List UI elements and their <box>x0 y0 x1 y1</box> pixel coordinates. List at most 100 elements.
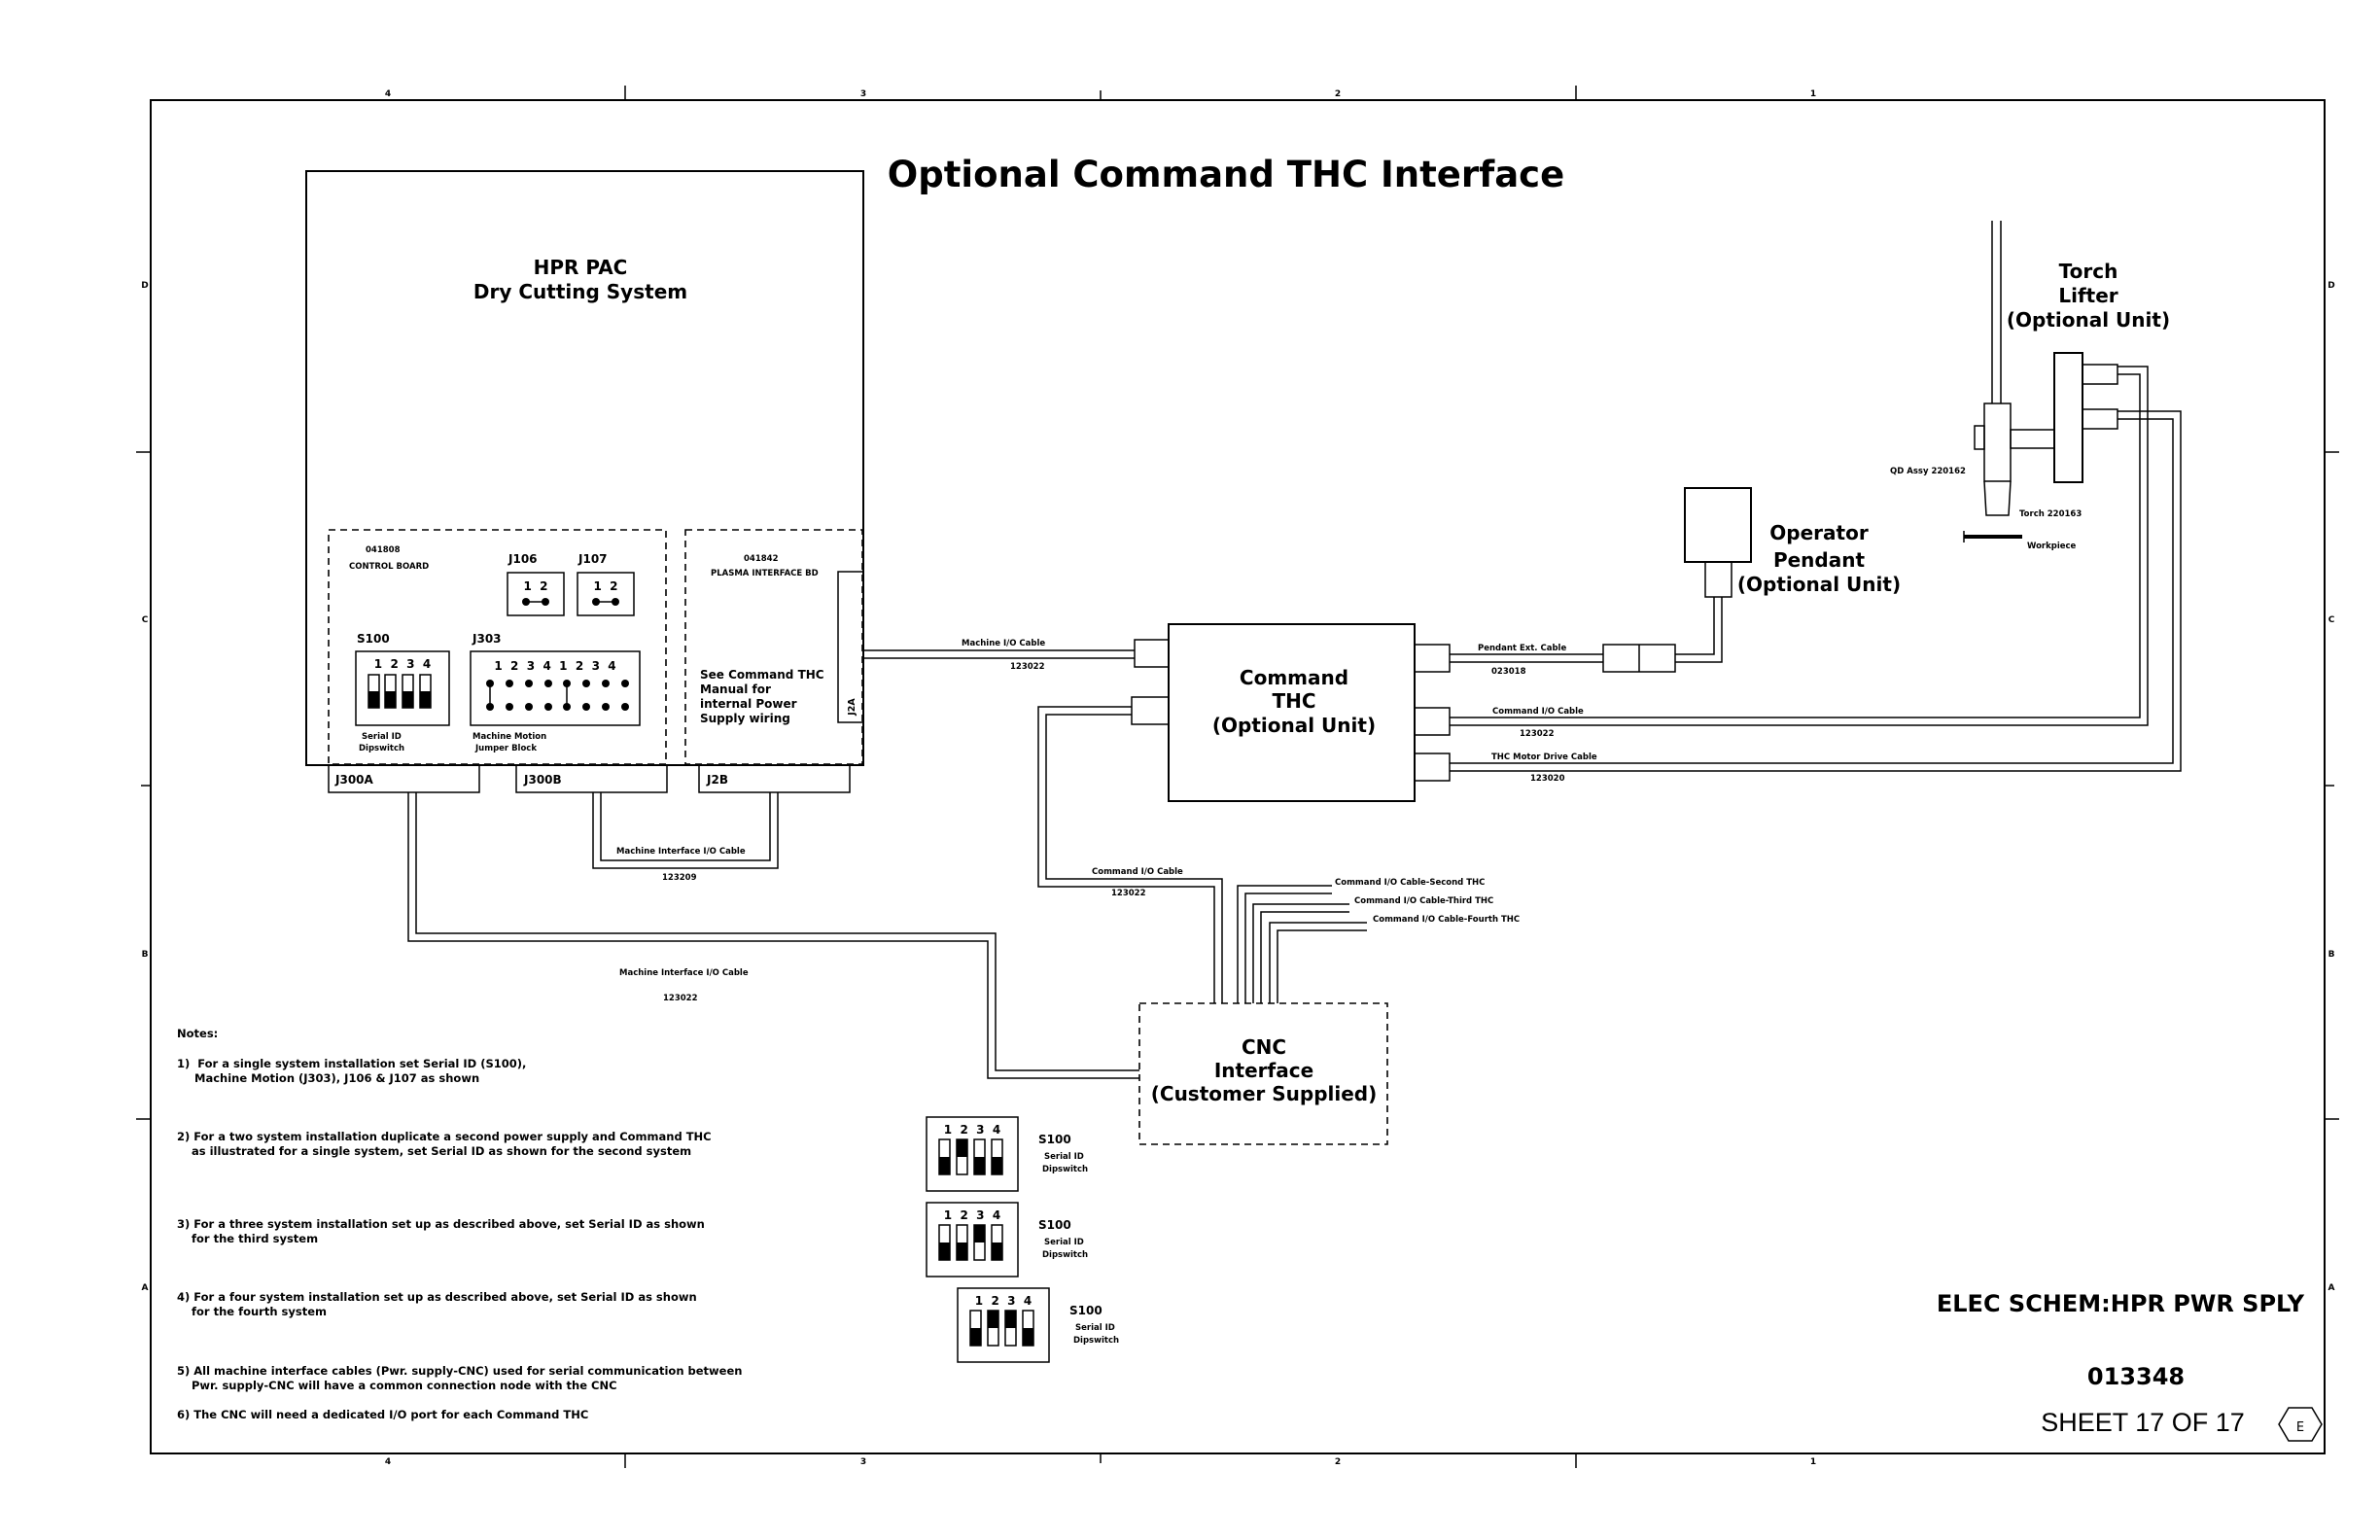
title-block: ELEC SCHEM:HPR PWR SPLY 013348 SHEET 17 … <box>1937 1290 2323 1442</box>
pendant-ext-cable-number: 023018 <box>1491 667 1526 677</box>
interface-board-number: 041842 <box>744 554 779 564</box>
s100-second-caption-1: Serial ID <box>1044 1152 1084 1162</box>
pendant-line-3: (Optional Unit) <box>1737 573 1901 596</box>
thc-port-machine-io <box>1134 639 1170 668</box>
torch-lifter-line-2: Lifter <box>2058 284 2118 307</box>
note-1a: 1) For a single system installation set … <box>177 1057 526 1070</box>
s100-fourth-numbers: 1 2 3 4 <box>975 1294 1032 1308</box>
torch-lifter-unit: Torch Lifter (Optional Unit) QD Assy 220… <box>1890 221 2170 551</box>
interface-board-label: PLASMA INTERFACE BD <box>711 569 819 578</box>
j303-caption-1: Machine Motion <box>472 732 546 742</box>
grid-row-left-D: D <box>141 281 148 291</box>
drawing-border <box>150 99 2326 1454</box>
grid-row-left-C: C <box>142 615 149 625</box>
fourth-thc-cable-label: Command I/O Cable-Fourth THC <box>1373 915 1520 925</box>
s100-third-caption-2: Dipswitch <box>1042 1250 1088 1260</box>
j300b-connector <box>515 764 668 793</box>
s100-fourth-caption-1: Serial ID <box>1075 1323 1115 1333</box>
s100-label: S100 <box>357 632 390 646</box>
thc-port-command-io <box>1414 707 1451 736</box>
cnc-interface-unit: CNC Interface (Customer Supplied) <box>1138 1002 1388 1145</box>
pac-title-1: HPR PAC <box>534 256 628 279</box>
command-io-cnc-cable-label: Command I/O Cable <box>1092 867 1183 877</box>
s100-caption-1: Serial ID <box>362 732 402 742</box>
lifter-rail <box>2053 352 2083 483</box>
s100-fourth-caption-2: Dipswitch <box>1073 1336 1119 1346</box>
torch-lifter-line-1: Torch <box>2059 260 2118 283</box>
s100-fourth-system: 1 2 3 4 S100 Serial ID Dipswitch <box>957 1287 1119 1363</box>
s100-second-system: 1 2 3 4 S100 Serial ID Dipswitch <box>926 1116 1088 1192</box>
j106-label: J106 <box>508 552 538 566</box>
s100-second-label: S100 <box>1038 1133 1071 1146</box>
pendant-line-1: Operator <box>1769 521 1869 544</box>
doc-number: 013348 <box>2087 1363 2185 1390</box>
grid-row-right-A: A <box>2328 1283 2335 1293</box>
cable-labels: Machine I/O Cable 123022 Pendant Ext. Ca… <box>616 639 1597 1003</box>
thc-port-motor-drive <box>1414 752 1451 782</box>
command-io-cable-number: 123022 <box>1520 729 1555 739</box>
pendant-stem <box>1704 561 1732 598</box>
hpr-pac-unit: HPR PAC Dry Cutting System 041808 CONTRO… <box>305 170 864 793</box>
mi-long-cable-number: 123022 <box>663 994 698 1003</box>
second-thc-cable-label: Command I/O Cable-Second THC <box>1335 878 1485 888</box>
machine-io-cable-number: 123022 <box>1010 662 1045 672</box>
grid-row-right-C: C <box>2328 615 2335 625</box>
j300a-label: J300A <box>334 773 374 787</box>
grid-col-top-2: 2 <box>1335 89 1341 99</box>
j300a-connector <box>328 764 480 793</box>
note-4b: for the fourth system <box>192 1305 327 1318</box>
see-note-1: See Command THC <box>700 668 824 682</box>
s100-numbers: 1 2 3 4 <box>374 657 431 671</box>
pendant-body <box>1684 487 1752 563</box>
pac-title-2: Dry Cutting System <box>473 280 687 303</box>
j2a-label: J2A <box>847 698 858 717</box>
workpiece-label: Workpiece <box>2027 542 2077 551</box>
grid-col-top-1: 1 <box>1810 89 1816 99</box>
grid-row-left-B: B <box>142 950 149 960</box>
doc-title: ELEC SCHEM:HPR PWR SPLY <box>1937 1290 2305 1317</box>
qd-assy-label: QD Assy 220162 <box>1890 467 1966 476</box>
cnc-line-3: (Customer Supplied) <box>1151 1082 1378 1105</box>
note-6: 6) The CNC will need a dedicated I/O por… <box>177 1408 588 1421</box>
j106-pins: 1 2 <box>523 579 547 593</box>
mi-short-cable-label: Machine Interface I/O Cable <box>616 847 746 857</box>
j107-jumper <box>577 572 635 616</box>
s100-third-system: 1 2 3 4 S100 Serial ID Dipswitch <box>926 1202 1088 1278</box>
s100-fourth-label: S100 <box>1069 1304 1102 1317</box>
pendant-ext-cable-label: Pendant Ext. Cable <box>1478 644 1566 653</box>
s100-second-caption-2: Dipswitch <box>1042 1165 1088 1174</box>
thc-motor-cable-number: 123020 <box>1530 774 1565 784</box>
note-1b: Machine Motion (J303), J106 & J107 as sh… <box>194 1071 479 1085</box>
sheet-number: SHEET 17 OF 17 <box>2041 1408 2245 1437</box>
grid-col-bottom-1: 1 <box>1810 1457 1816 1467</box>
grid-row-right-D: D <box>2328 281 2334 291</box>
grid-ticks <box>136 86 2339 1468</box>
notes-section: Notes: 1) For a single system installati… <box>177 1027 742 1421</box>
see-note-2: Manual for <box>700 682 771 696</box>
command-io-cable-label: Command I/O Cable <box>1492 707 1584 717</box>
s100-switch-levers <box>368 674 432 709</box>
grid-col-bottom-3: 3 <box>860 1457 866 1467</box>
control-board <box>328 529 667 765</box>
grid-col-bottom-4: 4 <box>385 1457 391 1467</box>
s100-dipswitch <box>355 650 450 726</box>
s100-third-caption-1: Serial ID <box>1044 1238 1084 1247</box>
see-note-4: Supply wiring <box>700 712 790 725</box>
j303-caption-2: Jumper Block <box>474 744 537 753</box>
thc-port-pendant <box>1414 644 1451 673</box>
mi-long-cable-label: Machine Interface I/O Cable <box>619 968 749 978</box>
j2b-label: J2B <box>706 773 728 787</box>
operator-pendant-unit: Operator Pendant (Optional Unit) <box>1602 487 1901 673</box>
grid-col-top-3: 3 <box>860 89 866 99</box>
note-3a: 3) For a three system installation set u… <box>177 1217 705 1231</box>
note-2a: 2) For a two system installation duplica… <box>177 1130 712 1143</box>
torch-tip <box>1983 480 2012 516</box>
machine-io-cable-label: Machine I/O Cable <box>962 639 1045 648</box>
s100-third-label: S100 <box>1038 1218 1071 1232</box>
control-board-number: 041808 <box>366 545 401 555</box>
third-thc-cable-label: Command I/O Cable-Third THC <box>1354 896 1493 906</box>
j2b-connector <box>698 764 851 793</box>
s100-third-numbers: 1 2 3 4 <box>944 1208 1000 1222</box>
cnc-line-2: Interface <box>1214 1059 1313 1082</box>
